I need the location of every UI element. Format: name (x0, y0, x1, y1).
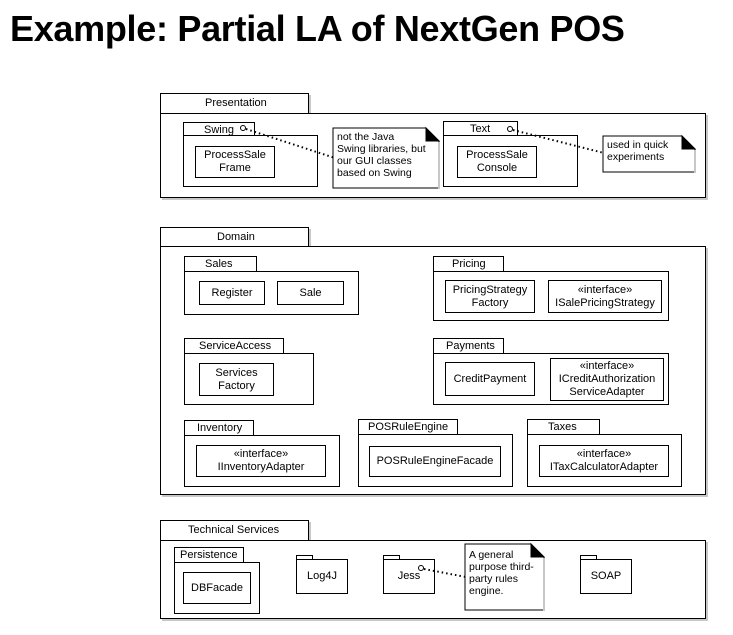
log4j-package-tab (296, 555, 313, 560)
swing-note: not the Java Swing libraries, but our GU… (337, 131, 426, 179)
soap-package: SOAP (580, 559, 632, 594)
pos-rule-engine-facade-class: POSRuleEngineFacade (369, 446, 501, 477)
credit-payment-class: CreditPayment (445, 362, 535, 396)
service-access-package-tab: ServiceAccess (184, 338, 284, 354)
sales-package-tab: Sales (184, 256, 257, 272)
log4j-package: Log4J (296, 559, 348, 594)
process-sale-console-class: ProcessSale Console (457, 146, 537, 178)
iinventory-adapter-class: «interface» IInventoryAdapter (196, 445, 326, 477)
jess-note: A general purpose third- party rules eng… (469, 549, 534, 597)
icredit-authorization-service-adapter-class: «interface» ICreditAuthorization Service… (550, 358, 664, 401)
text-note: used in quick experiments (607, 139, 669, 163)
text-anchor-icon (507, 126, 513, 132)
pricing-strategy-factory-class: PricingStrategy Factory (445, 280, 535, 313)
technical-services-tab: Technical Services (160, 520, 309, 541)
itax-calculator-adapter-class: «interface» ITaxCalculatorAdapter (539, 445, 669, 477)
jess-package: Jess (383, 559, 435, 594)
taxes-package-tab: Taxes (527, 419, 600, 435)
pricing-package-tab: Pricing (433, 256, 504, 272)
jess-anchor-icon (418, 565, 424, 571)
payments-package-tab: Payments (433, 338, 504, 354)
slide-title: Example: Partial LA of NextGen POS (10, 8, 625, 49)
domain-tab: Domain (160, 227, 309, 247)
persistence-package-tab: Persistence (174, 547, 244, 563)
soap-package-tab (580, 555, 597, 560)
text-package-tab: Text (443, 121, 518, 136)
register-class: Register (199, 281, 265, 305)
sale-class: Sale (277, 281, 344, 305)
inventory-package-tab: Inventory (184, 420, 254, 436)
services-factory-class: Services Factory (199, 363, 274, 396)
pos-rule-engine-package-tab: POSRuleEngine (358, 419, 458, 435)
jess-package-tab (383, 555, 400, 560)
swing-anchor-icon (240, 125, 246, 131)
isale-pricing-strategy-class: «interface» ISalePricingStrategy (548, 280, 662, 313)
process-sale-frame-class: ProcessSale Frame (195, 146, 275, 178)
swing-package-tab: Swing (183, 122, 255, 136)
db-facade-class: DBFacade (183, 572, 251, 604)
presentation-tab: Presentation (160, 93, 309, 114)
